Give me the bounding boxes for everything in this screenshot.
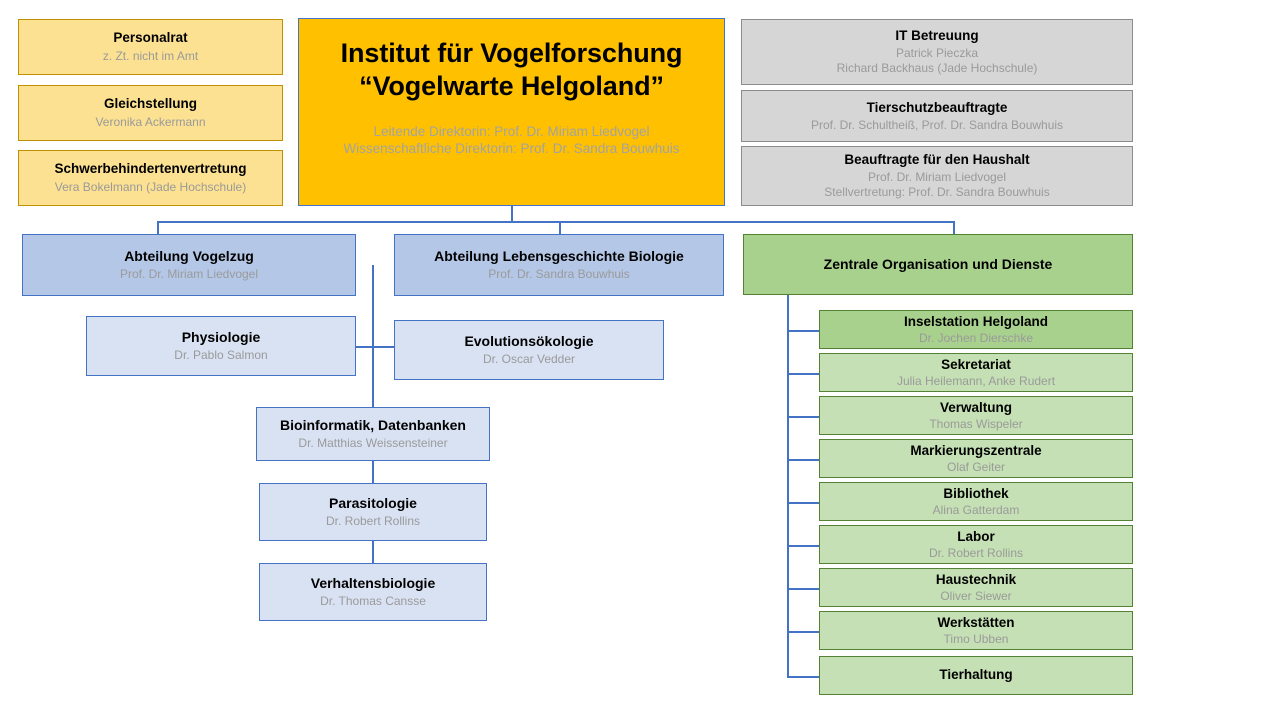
connector-services-drop bbox=[953, 221, 955, 235]
connector-services-branch-2 bbox=[787, 373, 820, 375]
research-group-person: Dr. Pablo Salmon bbox=[174, 348, 268, 363]
service-title: Haustechnik bbox=[935, 571, 1017, 587]
department-person: Prof. Dr. Miriam Liedvogel bbox=[119, 267, 259, 282]
department-box-vogelzug[interactable]: Abteilung Vogelzug Prof. Dr. Miriam Lied… bbox=[22, 234, 356, 296]
service-person: Olaf Geiter bbox=[946, 459, 1006, 474]
research-group-box-bioinformatik[interactable]: Bioinformatik, Datenbanken Dr. Matthias … bbox=[256, 407, 490, 461]
committee-person: Vera Bokelmann (Jade Hochschule) bbox=[54, 180, 247, 195]
committee-box-personalrat[interactable]: Personalrat z. Zt. nicht im Amt bbox=[18, 19, 283, 75]
service-box-markierungszentrale[interactable]: Markierungszentrale Olaf Geiter bbox=[819, 439, 1133, 478]
service-person: Alina Gatterdam bbox=[932, 502, 1020, 517]
committee-person: Veronika Ackermann bbox=[95, 115, 206, 130]
research-group-person: Dr. Oscar Vedder bbox=[482, 352, 576, 367]
connector-services-branch-4 bbox=[787, 459, 820, 461]
connector-institute-drop bbox=[511, 205, 513, 222]
department-person: Prof. Dr. Sandra Bouwhuis bbox=[488, 267, 630, 282]
services-header-title: Zentrale Organisation und Dienste bbox=[823, 256, 1053, 273]
staff-role-person-2: Richard Backhaus (Jade Hochschule) bbox=[836, 60, 1038, 75]
staff-role-person-1: Prof. Dr. Schultheiß, Prof. Dr. Sandra B… bbox=[810, 117, 1064, 132]
connector-branch-evolutionsoekologie bbox=[372, 346, 394, 348]
connector-services-branch-3 bbox=[787, 416, 820, 418]
services-header-box[interactable]: Zentrale Organisation und Dienste bbox=[743, 234, 1133, 295]
service-box-sekretariat[interactable]: Sekretariat Julia Heilemann, Anke Rudert bbox=[819, 353, 1133, 392]
connector-main-bus bbox=[157, 221, 954, 223]
institute-director-line1: Leitende Direktorin: Prof. Dr. Miriam Li… bbox=[373, 123, 650, 139]
service-title: Werkstätten bbox=[937, 614, 1015, 630]
staff-role-title: IT Betreuung bbox=[895, 28, 979, 44]
research-group-person: Dr. Matthias Weissensteiner bbox=[298, 436, 448, 451]
service-title: Labor bbox=[957, 528, 995, 544]
connector-dept-lebensgeschichte-drop bbox=[559, 221, 561, 235]
connector-services-branch-8 bbox=[787, 631, 820, 633]
service-person: Thomas Wispeler bbox=[929, 416, 1023, 431]
institute-name-line2: “Vogelwarte Helgoland” bbox=[359, 70, 664, 101]
service-box-werkstaetten[interactable]: Werkstätten Timo Ubben bbox=[819, 611, 1133, 650]
service-title: Verwaltung bbox=[939, 399, 1012, 415]
committee-box-schwerbehindertenvertretung[interactable]: Schwerbehindertenvertretung Vera Bokelma… bbox=[18, 150, 283, 206]
department-title: Abteilung Lebensgeschichte Biologie bbox=[434, 247, 684, 264]
service-person: Oliver Siewer bbox=[940, 588, 1012, 603]
committee-title: Gleichstellung bbox=[103, 96, 198, 112]
service-person: Dr. Jochen Dierschke bbox=[918, 330, 1034, 345]
research-group-person: Dr. Thomas Cansse bbox=[320, 594, 426, 609]
staff-role-box-tierschutzbeauftragte[interactable]: Tierschutzbeauftragte Prof. Dr. Schulthe… bbox=[741, 90, 1133, 142]
service-box-labor[interactable]: Labor Dr. Robert Rollins bbox=[819, 525, 1133, 564]
connector-services-branch-7 bbox=[787, 588, 820, 590]
staff-role-box-it-betreuung[interactable]: IT Betreuung Patrick Pieczka Richard Bac… bbox=[741, 19, 1133, 85]
institute-header-box[interactable]: Institut für Vogelforschung “Vogelwarte … bbox=[298, 18, 725, 206]
service-person: Timo Ubben bbox=[943, 631, 1009, 646]
service-box-tierhaltung[interactable]: Tierhaltung bbox=[819, 656, 1133, 695]
research-group-title: Verhaltensbiologie bbox=[310, 574, 436, 591]
research-group-title: Physiologie bbox=[181, 328, 261, 345]
service-title: Inselstation Helgoland bbox=[903, 313, 1049, 329]
staff-role-person-1: Prof. Dr. Miriam Liedvogel bbox=[867, 170, 1007, 185]
service-box-verwaltung[interactable]: Verwaltung Thomas Wispeler bbox=[819, 396, 1133, 435]
service-title: Tierhaltung bbox=[939, 667, 1013, 683]
committee-person: z. Zt. nicht im Amt bbox=[102, 49, 199, 64]
connector-group-spine bbox=[372, 265, 374, 411]
research-group-box-evolutionsoekologie[interactable]: Evolutionsökologie Dr. Oscar Vedder bbox=[394, 320, 664, 380]
connector-services-branch-9 bbox=[787, 676, 820, 678]
connector-dept-vogelzug-drop bbox=[157, 221, 159, 235]
service-title: Bibliothek bbox=[943, 485, 1009, 501]
service-person: Julia Heilemann, Anke Rudert bbox=[896, 373, 1056, 388]
connector-services-spine bbox=[787, 295, 789, 677]
research-group-box-verhaltensbiologie[interactable]: Verhaltensbiologie Dr. Thomas Cansse bbox=[259, 563, 487, 621]
committee-title: Personalrat bbox=[113, 30, 188, 46]
service-box-bibliothek[interactable]: Bibliothek Alina Gatterdam bbox=[819, 482, 1133, 521]
staff-role-title: Tierschutzbeauftragte bbox=[866, 99, 1008, 115]
connector-services-branch-1 bbox=[787, 330, 820, 332]
staff-role-person-2: Stellvertretung: Prof. Dr. Sandra Bouwhu… bbox=[824, 184, 1050, 199]
research-group-title: Evolutionsökologie bbox=[464, 332, 594, 349]
research-group-title: Parasitologie bbox=[329, 494, 417, 511]
institute-name-line1: Institut für Vogelforschung bbox=[340, 38, 683, 68]
committee-box-gleichstellung[interactable]: Gleichstellung Veronika Ackermann bbox=[18, 85, 283, 141]
connector-parasitologie-verhaltensbiologie bbox=[372, 541, 374, 563]
service-title: Sekretariat bbox=[941, 356, 1011, 372]
service-box-inselstation-helgoland[interactable]: Inselstation Helgoland Dr. Jochen Diersc… bbox=[819, 310, 1133, 349]
connector-branch-physiologie bbox=[356, 346, 373, 348]
department-title: Abteilung Vogelzug bbox=[124, 247, 254, 264]
connector-bioinformatik-parasitologie bbox=[372, 461, 374, 483]
service-title: Markierungszentrale bbox=[910, 442, 1042, 458]
committee-title: Schwerbehindertenvertretung bbox=[54, 161, 247, 177]
staff-role-title: Beauftragte für den Haushalt bbox=[844, 152, 1030, 168]
research-group-person: Dr. Robert Rollins bbox=[325, 514, 421, 529]
research-group-box-parasitologie[interactable]: Parasitologie Dr. Robert Rollins bbox=[259, 483, 487, 541]
staff-role-box-beauftragte-haushalt[interactable]: Beauftragte für den Haushalt Prof. Dr. M… bbox=[741, 146, 1133, 206]
connector-services-branch-6 bbox=[787, 545, 820, 547]
institute-director-line2: Wissenschaftliche Direktorin: Prof. Dr. … bbox=[343, 141, 680, 157]
service-box-haustechnik[interactable]: Haustechnik Oliver Siewer bbox=[819, 568, 1133, 607]
department-box-lebensgeschichte-biologie[interactable]: Abteilung Lebensgeschichte Biologie Prof… bbox=[394, 234, 724, 296]
staff-role-person-1: Patrick Pieczka bbox=[895, 46, 979, 61]
research-group-box-physiologie[interactable]: Physiologie Dr. Pablo Salmon bbox=[86, 316, 356, 376]
connector-services-branch-5 bbox=[787, 502, 820, 504]
research-group-title: Bioinformatik, Datenbanken bbox=[280, 416, 466, 433]
service-person: Dr. Robert Rollins bbox=[928, 545, 1024, 560]
